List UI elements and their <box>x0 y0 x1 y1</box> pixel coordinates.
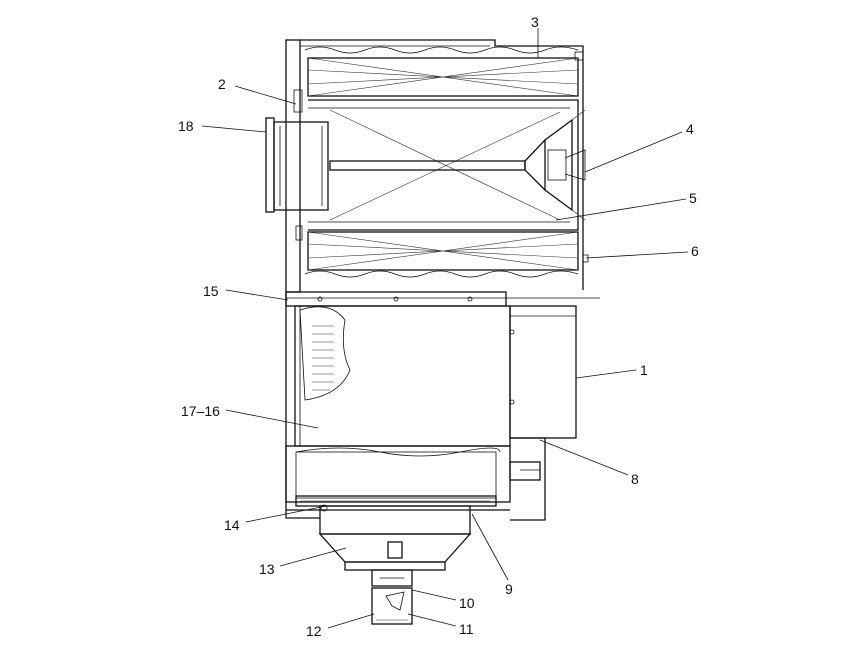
callout-9: 9 <box>505 581 513 597</box>
callout-17-16: 17–16 <box>181 403 220 419</box>
callout-18: 18 <box>178 118 194 134</box>
leader-13 <box>279 547 347 567</box>
leader-lines <box>201 28 689 629</box>
callout-1: 1 <box>640 362 648 378</box>
leader-11 <box>407 613 457 627</box>
leader-9 <box>471 513 509 581</box>
outlet-valve <box>371 587 413 625</box>
hopper-cone <box>318 505 472 587</box>
leader-15 <box>225 289 289 301</box>
callout-4: 4 <box>686 121 694 137</box>
callout-13: 13 <box>259 561 275 577</box>
callout-14: 14 <box>224 517 240 533</box>
leader-14 <box>245 505 327 523</box>
mid-plate <box>285 291 600 307</box>
callout-2: 2 <box>218 76 226 92</box>
callout-5: 5 <box>689 190 697 206</box>
lower-filter-section <box>285 437 546 521</box>
leader-16 <box>225 409 319 429</box>
perforated-panel <box>312 325 334 391</box>
leader-10 <box>411 589 457 601</box>
leader-5 <box>555 198 687 221</box>
side-control-box <box>509 305 577 439</box>
leader-18 <box>201 125 267 133</box>
motor-box <box>265 117 329 213</box>
callout-3: 3 <box>531 14 539 30</box>
leader-8 <box>539 439 629 476</box>
callout-8: 8 <box>631 471 639 487</box>
callout-6: 6 <box>691 243 699 259</box>
leader-6 <box>585 251 689 259</box>
callout-labels: 1 2 3 4 5 6 8 9 10 11 12 13 14 15 17–16 … <box>178 14 699 639</box>
leader-2 <box>234 85 297 105</box>
callout-11: 11 <box>459 621 474 637</box>
leader-4 <box>584 131 683 173</box>
upper-drum-assembly <box>285 39 589 293</box>
main-housing <box>285 292 515 511</box>
leader-12 <box>327 613 375 629</box>
callout-15: 15 <box>203 283 219 299</box>
callout-12: 12 <box>306 623 322 639</box>
leader-1 <box>575 369 637 379</box>
callout-10: 10 <box>459 595 475 611</box>
